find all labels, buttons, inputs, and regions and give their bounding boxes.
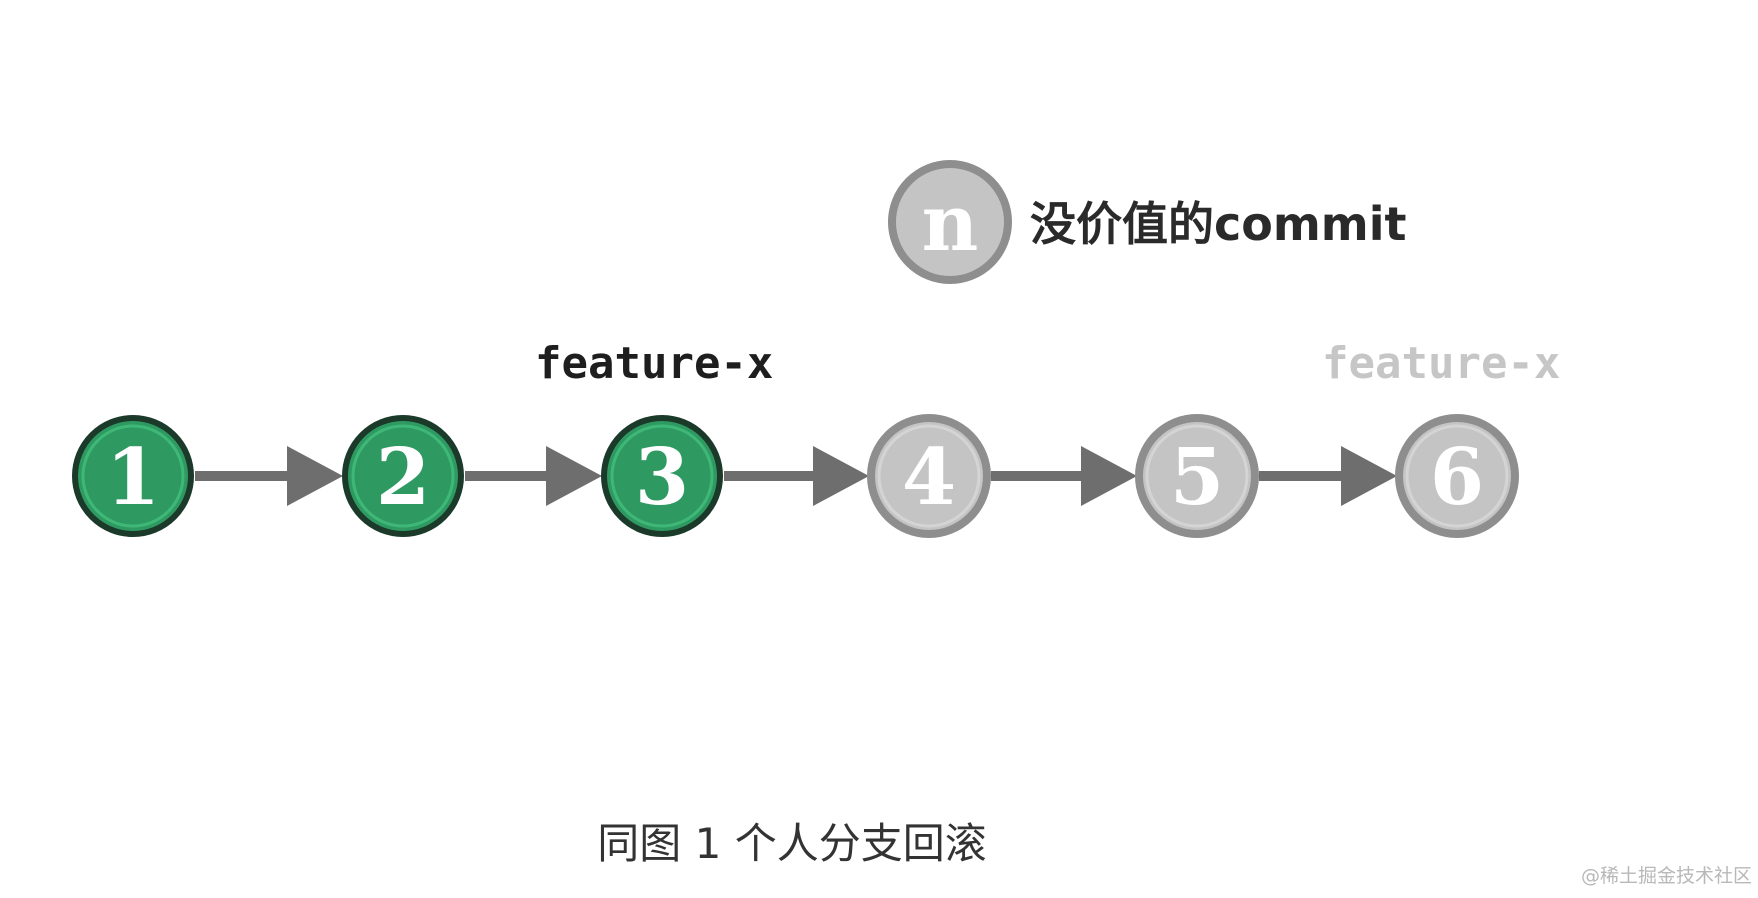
commit-circle-inner-ring	[610, 424, 714, 528]
commit-circle	[72, 415, 194, 537]
commit-number: 4	[902, 432, 956, 523]
commit-arrow-head	[287, 446, 343, 506]
commit-node-3: 3	[601, 415, 723, 537]
commit-node-6: 6	[1395, 414, 1519, 538]
legend-commit-circle	[888, 160, 1012, 284]
commit-arrow-head	[546, 446, 602, 506]
commit-arrow	[991, 446, 1137, 506]
commit-arrow-head	[1341, 446, 1397, 506]
legend-commit-letter: n	[922, 178, 979, 269]
commit-circle-inner-ring	[1145, 424, 1249, 528]
commit-circle	[867, 414, 991, 538]
commit-node-5: 5	[1135, 414, 1259, 538]
commit-arrow-head	[813, 446, 869, 506]
commit-circle	[601, 415, 723, 537]
commit-arrows	[195, 446, 1397, 506]
commit-number: 1	[106, 432, 160, 523]
commit-number: 6	[1430, 432, 1484, 523]
commit-circle-inner-ring	[351, 424, 455, 528]
commit-circle	[1135, 414, 1259, 538]
commit-arrow	[195, 446, 343, 506]
commit-node-4: 4	[867, 414, 991, 538]
commit-node-2: 2	[342, 415, 464, 537]
commit-circle-inner-ring	[1405, 424, 1509, 528]
commit-arrow	[465, 446, 602, 506]
commit-circle-inner-ring	[877, 424, 981, 528]
commit-number: 5	[1170, 432, 1224, 523]
figure-caption: 同图 1 个人分支回滚	[597, 819, 987, 868]
commit-number: 3	[635, 432, 689, 523]
legend: n 没价值的commit	[888, 160, 1407, 284]
watermark: @稀土掘金技术社区	[1580, 865, 1752, 887]
commit-arrow	[1259, 446, 1397, 506]
commit-circle	[1395, 414, 1519, 538]
legend-description: 没价值的commit	[1030, 197, 1407, 251]
commit-circle	[342, 415, 464, 537]
branch-label-feature-x-previous: feature-x	[1322, 338, 1560, 389]
commit-arrow	[724, 446, 869, 506]
commit-arrow-head	[1081, 446, 1137, 506]
commit-node-1: 1	[72, 415, 194, 537]
commit-nodes: 1 2 3 4 5 6	[72, 414, 1519, 538]
commit-circle-inner-ring	[81, 424, 185, 528]
branch-label-feature-x-current: feature-x	[535, 338, 773, 389]
commit-number: 2	[376, 432, 430, 523]
